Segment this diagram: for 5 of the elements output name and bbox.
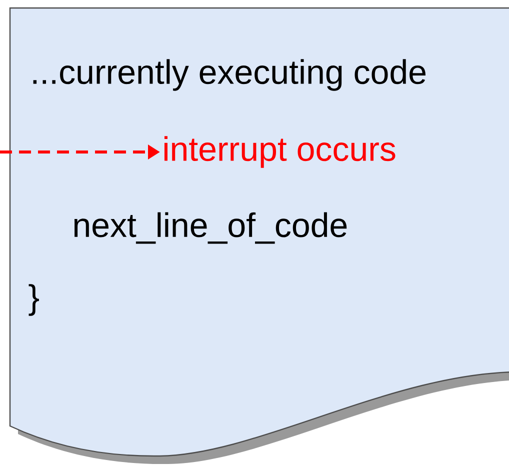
document-shape: [9, 7, 509, 464]
event-text: interrupt occurs: [164, 136, 396, 168]
code-line: ...currently executing code: [33, 59, 426, 91]
code-line: next_line_of_code: [74, 212, 347, 244]
code-line: }: [28, 284, 39, 316]
